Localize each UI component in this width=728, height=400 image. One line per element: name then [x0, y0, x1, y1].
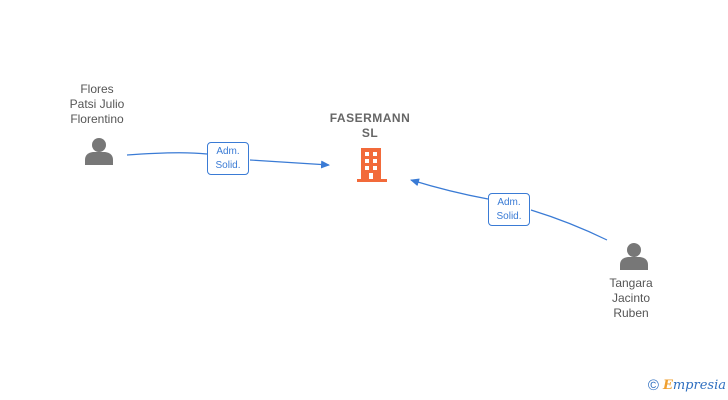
- person-name-tangara[interactable]: Tangara Jacinto Ruben: [576, 276, 686, 321]
- building-icon[interactable]: [357, 148, 387, 182]
- empresia-watermark: © Empresia: [648, 377, 726, 394]
- relation-label-line: Solid.: [215, 160, 241, 171]
- brand-logo: Empresia: [663, 378, 726, 393]
- person-icon[interactable]: [619, 242, 649, 270]
- brand-text: mpresia: [672, 378, 726, 393]
- person-name-line: Patsi Julio: [69, 97, 125, 111]
- person-name-line: Florentino: [70, 112, 124, 126]
- relation-badge[interactable]: Adm. Solid.: [488, 193, 530, 226]
- edge-flores-to-company: [126, 152, 329, 165]
- company-name-line: FASERMANN: [329, 111, 411, 125]
- person-name-line: Tangara: [609, 276, 653, 290]
- person-name-line: Flores: [80, 82, 114, 96]
- edge-tangara-to-company: [411, 180, 608, 241]
- person-name-line: Ruben: [613, 306, 649, 320]
- company-name[interactable]: FASERMANN SL: [310, 111, 430, 141]
- brand-initial: E: [662, 378, 673, 393]
- person-name-flores[interactable]: Flores Patsi Julio Florentino: [42, 82, 152, 127]
- relation-label-line: Adm.: [497, 197, 521, 208]
- relation-label-line: Adm.: [216, 146, 240, 157]
- company-name-line: SL: [361, 126, 379, 140]
- relation-badge[interactable]: Adm. Solid.: [207, 142, 249, 175]
- person-name-line: Jacinto: [611, 291, 651, 305]
- relation-label-line: Solid.: [496, 211, 522, 222]
- copyright-icon: ©: [647, 377, 659, 394]
- person-icon[interactable]: [84, 137, 114, 165]
